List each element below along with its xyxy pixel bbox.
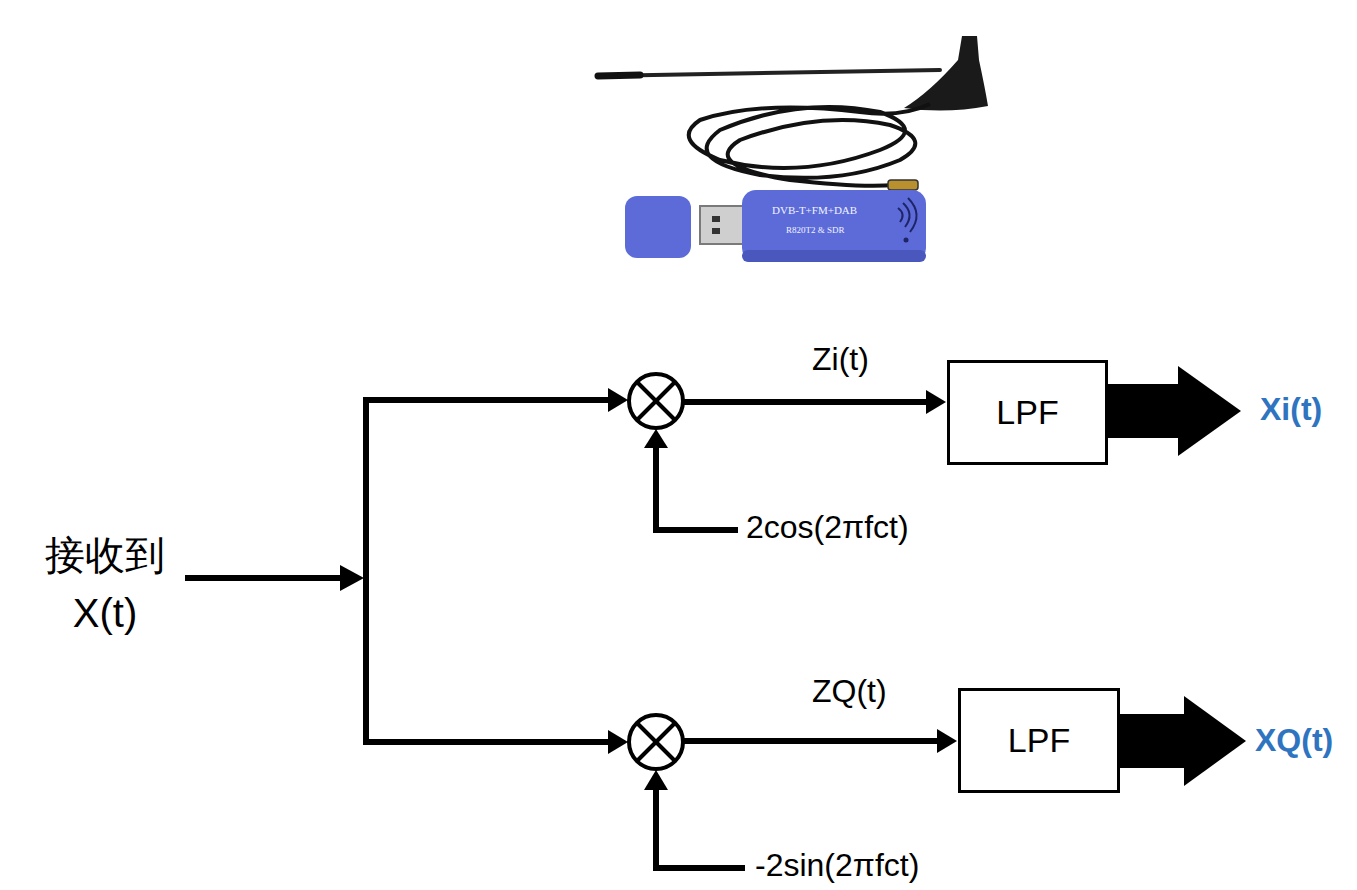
output-arrow-head: [1178, 366, 1241, 456]
device-marking: DVB-T+FM+DAB: [772, 204, 857, 217]
input-signal-label: 接收到 X(t): [30, 526, 180, 642]
antenna-rod: [598, 70, 940, 76]
device-marking: R820T2 & SDR: [786, 225, 845, 236]
output-arrow-head: [1184, 696, 1246, 786]
mixer-output-wire: [683, 399, 930, 405]
filter-box: LPF: [947, 360, 1108, 465]
output-signal-label: XQ(t): [1255, 721, 1333, 759]
mixer-cross: [637, 382, 675, 420]
dongle-body-shade: [742, 250, 926, 262]
mixer-symbol: [629, 374, 683, 428]
output-signal-label: Xi(t): [1260, 390, 1322, 428]
oscillator-label: 2cos(2πfct): [746, 508, 909, 546]
sdr-dongle-illustration: [598, 36, 988, 262]
signal-name: ZQ(t): [812, 672, 887, 710]
dongle-cap: [625, 196, 691, 258]
usb-plug: [700, 206, 746, 244]
filter-label: LPF: [996, 392, 1058, 433]
antenna-tip: [598, 75, 640, 76]
arrow-head: [937, 729, 957, 753]
oscillator-label: -2sin(2πfct): [755, 846, 919, 884]
usb-plug-hole: [712, 228, 720, 234]
input-wire: [185, 575, 344, 581]
arrow-head: [608, 730, 628, 754]
signal-name: Zi(t): [812, 340, 869, 378]
oscillator-wire: [653, 865, 745, 871]
output-arrow-shaft: [1107, 384, 1181, 438]
arrow-head: [644, 429, 668, 448]
usb-plug-hole: [712, 216, 720, 222]
oscillator-wire: [653, 788, 659, 871]
arrow-head: [926, 390, 946, 414]
mixer-symbol: [629, 715, 683, 769]
mixer-cross: [637, 382, 675, 420]
oscillator-wire: [653, 527, 738, 533]
mixer-output-wire: [683, 738, 941, 744]
antenna-magnetic-base: [904, 36, 988, 111]
led-dot: [904, 238, 909, 243]
output-arrow-shaft: [1119, 714, 1187, 768]
q-branch-wire: [363, 739, 612, 745]
filter-box: LPF: [958, 688, 1120, 793]
antenna-plug: [888, 180, 918, 190]
mixer-cross: [637, 723, 675, 761]
dongle-body: [742, 190, 926, 262]
mixer-cross: [637, 723, 675, 761]
arrow-head: [608, 388, 628, 412]
arrow-head: [340, 565, 364, 591]
antenna-cable: [689, 104, 930, 186]
signal-icon: [898, 198, 917, 232]
split-wire: [363, 397, 369, 745]
arrow-head: [644, 770, 668, 790]
i-branch-wire: [363, 397, 612, 403]
filter-label: LPF: [1008, 720, 1070, 761]
oscillator-wire: [653, 446, 659, 533]
